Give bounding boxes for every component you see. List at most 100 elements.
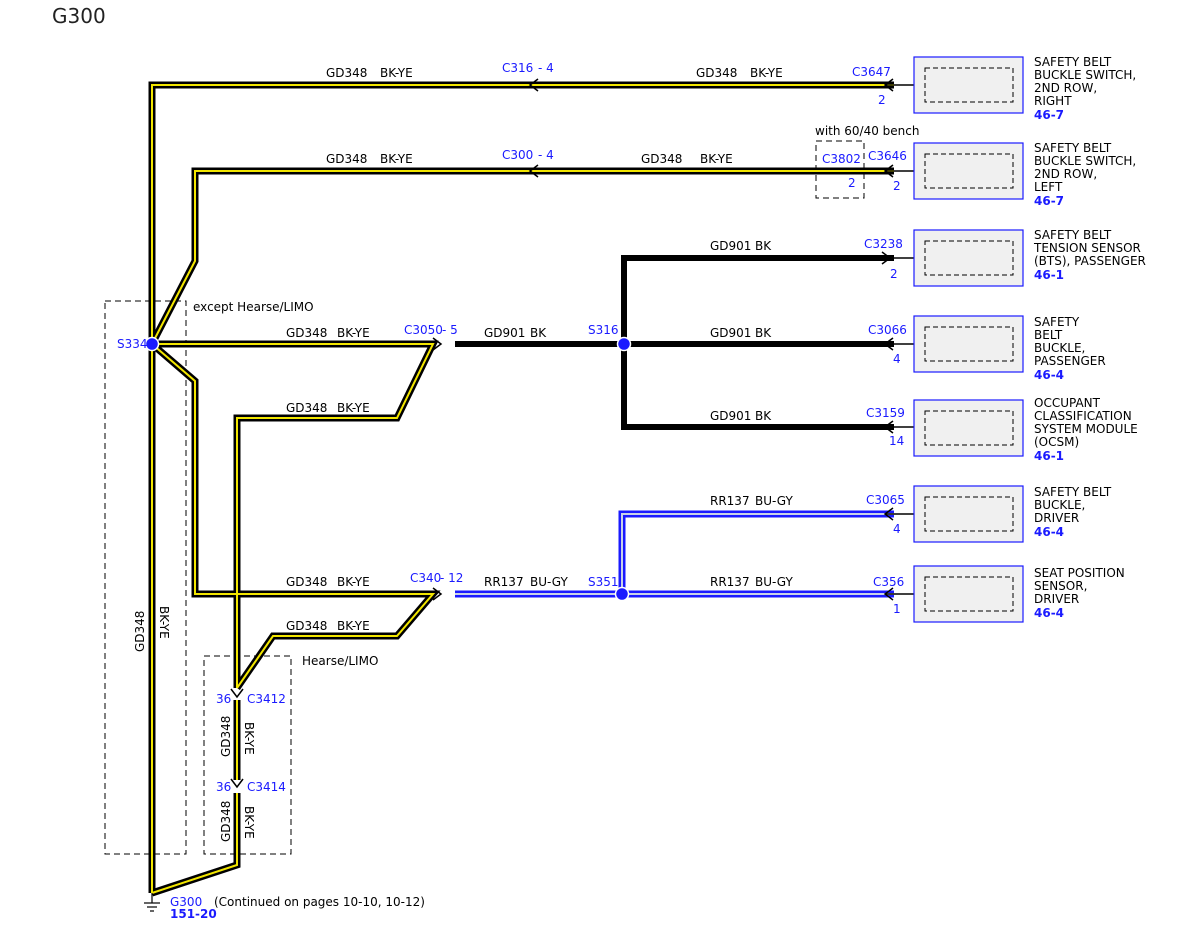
device-label-line: SAFETY BELT [1034,485,1112,499]
wire-label-bkye: BK-YE [700,152,733,166]
device-label-line: DRIVER [1034,511,1079,525]
connector-c3238-pin: 2 [890,267,898,281]
ground-symbol-icon [144,893,160,912]
connector-c3802-pin: 2 [848,176,856,190]
wire-label-gd348: GD348 [326,66,367,80]
splice-dots [144,336,632,602]
device-label-line: BUCKLE, [1034,498,1085,512]
device-label-line: 2ND ROW, [1034,167,1097,181]
wire-label-bkye: BK-YE [380,66,413,80]
connector-c340-label[interactable]: C340 [410,571,441,585]
wire-label-bkye-vertical: BK-YE [242,806,256,839]
device-label-line: CLASSIFICATION [1034,409,1132,423]
wire-label-rr137: RR137 [484,575,524,589]
device-ref-link[interactable]: 46-4 [1034,525,1064,539]
connector-c300-label[interactable]: C300 [502,148,533,162]
splice-s334-dot[interactable] [144,336,160,352]
wire-label-bkye: BK-YE [750,66,783,80]
page-title: G300 [52,4,106,28]
wire-label-bk: BK [755,409,772,423]
device-box[interactable] [913,56,1024,114]
connector-c340-pin: - 12 [440,571,463,585]
device-label-line: PASSENGER [1034,354,1106,368]
device-ref-link[interactable]: 46-1 [1034,449,1064,463]
device-ref-link[interactable]: 46-7 [1034,108,1064,122]
device-label-line: 2ND ROW, [1034,81,1097,95]
ground-g300-label[interactable]: G300 [170,895,202,909]
wire-label-bkye-vertical: BK-YE [157,606,171,639]
device-boxes [913,56,1024,623]
device-ref-link[interactable]: 46-7 [1034,194,1064,208]
device-label-line: LEFT [1034,180,1063,194]
device-label-line: SAFETY BELT [1034,55,1112,69]
connector-c3050-label[interactable]: C3050 [404,323,443,337]
device-label-line: TENSION SENSOR [1033,241,1141,255]
device-box[interactable] [913,399,1024,457]
connector-c3414-pin: 36 [216,780,231,794]
connector-c3647-pin: 2 [878,93,886,107]
wire-label-gd348-vertical: GD348 [133,611,147,652]
ground-g300-ref[interactable]: 151-20 [170,907,217,921]
wire-label-bk: BK [755,326,772,340]
connector-c3646-pin: 2 [893,179,901,193]
connector-c356-pin: 1 [893,602,901,616]
wire-label-gd348: GD348 [286,575,327,589]
note-continued: (Continued on pages 10-10, 10-12) [214,895,425,909]
connector-c316-label[interactable]: C316 [502,61,533,75]
wire-label-bkye: BK-YE [337,326,370,340]
device-label-line: (OCSM) [1034,435,1079,449]
splice-s316-dot[interactable] [616,336,632,352]
wire-label-bkye: BK-YE [380,152,413,166]
wire-label-bk: BK [530,326,547,340]
device-ref-link[interactable]: 46-1 [1034,268,1064,282]
connector-c3238-label[interactable]: C3238 [864,237,903,251]
splice-s351-dot[interactable] [614,586,630,602]
c316-arrow [528,78,539,92]
connector-c3802-label[interactable]: C3802 [822,152,861,166]
c3647-arrow [883,78,894,92]
wire-label-gd348: GD348 [641,152,682,166]
connector-c3646-label[interactable]: C3646 [868,149,907,163]
connector-c3412-label[interactable]: C3412 [247,692,286,706]
device-labels: SAFETY BELT BUCKLE SWITCH, 2ND ROW, RIGH… [1033,55,1146,620]
wire-label-bkye: BK-YE [337,401,370,415]
connector-c3066-pin: 4 [893,352,901,366]
connector-c3065-pin: 4 [893,522,901,536]
device-label-line: (BTS), PASSENGER [1034,254,1146,268]
splice-s316-label[interactable]: S316 [588,323,619,337]
device-label-line: SAFETY [1034,315,1080,329]
c3159-arrow [883,420,894,434]
connector-c3065-label[interactable]: C3065 [866,493,905,507]
device-box[interactable] [913,229,1024,287]
device-ref-link[interactable]: 46-4 [1034,368,1064,382]
connector-c3412-pin: 36 [216,692,231,706]
splice-s351-label[interactable]: S351 [588,575,619,589]
device-label-line: SEAT POSITION [1034,566,1125,580]
device-box[interactable] [913,565,1024,623]
wire-label-bkye: BK-YE [337,619,370,633]
connector-c3159-label[interactable]: C3159 [866,406,905,420]
wire-label-bugy: BU-GY [755,575,793,589]
device-ref-link[interactable]: 46-4 [1034,606,1064,620]
connector-c356-label[interactable]: C356 [873,575,904,589]
device-box[interactable] [913,142,1024,200]
device-label-line: SENSOR, [1034,579,1087,593]
notes: with 60/40 bench except Hearse/LIMO Hear… [193,124,919,909]
connector-c3050-pin: - 5 [442,323,458,337]
connector-c3647-label[interactable]: C3647 [852,65,891,79]
splice-s334-label[interactable]: S334 [117,337,148,351]
device-box[interactable] [913,315,1024,373]
device-box[interactable] [913,485,1024,543]
bk-ye-wires [148,81,894,897]
wire-label-gd348: GD348 [696,66,737,80]
device-label-line: BUCKLE, [1034,341,1085,355]
wire-label-gd348-vertical: GD348 [219,716,233,757]
wire-label-bugy: BU-GY [530,575,568,589]
c356-arrow [883,587,894,601]
note-except-hearse: except Hearse/LIMO [193,300,314,314]
device-label-line: OCCUPANT [1034,396,1101,410]
connector-c3066-label[interactable]: C3066 [868,323,907,337]
bk-wires [455,255,894,430]
connector-c3414-label[interactable]: C3414 [247,780,286,794]
